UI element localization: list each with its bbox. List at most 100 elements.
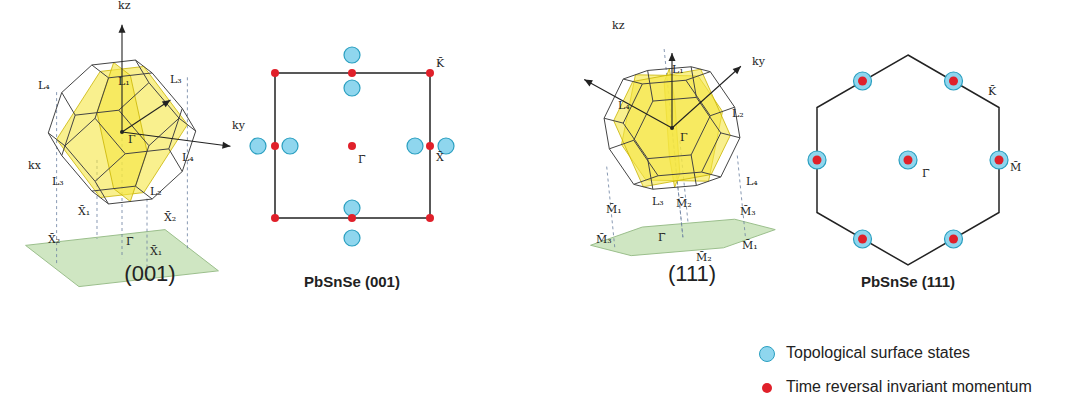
zone-edge xyxy=(169,149,182,172)
surface-state-circles xyxy=(250,47,454,246)
zone-edge xyxy=(710,107,734,116)
axis-line xyxy=(584,80,672,128)
brillouin-zone-111 xyxy=(584,49,775,256)
legend-text: Topological surface states xyxy=(786,344,970,362)
zone-edge xyxy=(691,155,696,186)
zone-edge xyxy=(623,123,647,158)
projection-plane xyxy=(591,219,776,255)
point-label: L₁ xyxy=(118,76,130,88)
zone-edge xyxy=(169,108,182,148)
zone-edge xyxy=(604,118,623,123)
point-label: M̄₃ xyxy=(740,206,756,218)
mirror-plane xyxy=(97,63,147,202)
caption-label: (111) xyxy=(668,262,716,286)
point-label: ky xyxy=(752,56,765,68)
point-label: M̄₂ xyxy=(676,198,692,210)
zone-edge xyxy=(623,70,647,79)
zone-edge xyxy=(179,118,196,131)
gamma-point xyxy=(120,130,124,134)
axis-arrowhead xyxy=(733,66,741,74)
projection-line xyxy=(737,156,745,239)
projection-line xyxy=(187,77,188,250)
zone-edge xyxy=(634,176,658,185)
zone-edge xyxy=(62,156,92,192)
zone-edge xyxy=(686,72,710,81)
point-label: L₃ xyxy=(170,74,182,86)
trim-dots xyxy=(813,77,1004,244)
zone-edge xyxy=(604,79,623,118)
axis-arrowhead xyxy=(119,25,126,33)
zone-edge xyxy=(634,140,658,175)
point-label: kz xyxy=(118,0,130,12)
point-label: kz xyxy=(612,20,624,32)
point-label: M̄₃ xyxy=(596,234,612,246)
axis-line xyxy=(122,132,230,146)
zone-edge xyxy=(48,133,61,156)
zone-edge xyxy=(710,72,734,107)
zone-edge xyxy=(721,133,740,138)
zone-edge xyxy=(109,73,153,78)
legend-text: Time reversal invariant momentum xyxy=(786,378,1032,396)
zone-edge xyxy=(135,60,152,73)
point-label: L₃ xyxy=(652,196,664,208)
zone-edge xyxy=(62,65,92,93)
point-label: L₂ xyxy=(150,186,162,198)
zone-edge xyxy=(691,116,710,155)
point-label: L₄ xyxy=(38,80,50,92)
zone-edge xyxy=(92,65,109,78)
surface-bz-001 xyxy=(250,47,454,246)
projection-plane xyxy=(26,230,219,287)
zone-edge xyxy=(658,172,702,176)
axis-arrowhead xyxy=(584,80,593,87)
point-label: M̄₁ xyxy=(742,240,758,252)
point-label: Γ xyxy=(128,134,136,146)
zone-edge xyxy=(642,80,686,84)
point-label: Γ̄ xyxy=(922,168,930,180)
point-label: X̄₁ xyxy=(150,246,162,258)
point-label: Γ̄ xyxy=(358,154,366,166)
zone-edge xyxy=(609,149,633,184)
caption-label: PbSnSe (001) xyxy=(304,274,400,291)
zone-edge xyxy=(95,118,125,154)
zone-edge xyxy=(125,149,169,154)
point-label: M̄₁ xyxy=(606,204,622,216)
legend-swatch xyxy=(762,383,772,393)
zone-edge xyxy=(62,93,75,116)
zone-edge xyxy=(691,67,710,72)
point-label: Γ̄ xyxy=(658,232,666,244)
zone-edge xyxy=(634,184,653,189)
zone-edge xyxy=(653,97,697,101)
zone-edge xyxy=(182,108,195,131)
point-label: X̄₂ xyxy=(164,212,176,224)
zone-edge xyxy=(634,101,653,140)
zone-edge xyxy=(648,70,653,101)
point-label: Γ̄ xyxy=(126,236,134,248)
zone-edge xyxy=(653,186,697,190)
point-label: L₃ xyxy=(52,176,64,188)
zone-edge xyxy=(702,172,721,177)
legend-swatch xyxy=(759,346,775,362)
zone-edge xyxy=(149,83,179,119)
point-label: L₂ xyxy=(732,108,744,120)
point-label: L₄ xyxy=(746,176,758,188)
point-label: L₄ xyxy=(182,152,194,164)
hexagon-zone xyxy=(817,55,999,265)
axis-line xyxy=(122,100,170,132)
point-label: X̄₁ xyxy=(78,206,90,218)
zone-edge xyxy=(135,60,148,83)
point-label: K̄ xyxy=(988,86,996,98)
point-label: ky xyxy=(232,120,245,132)
surface-bz-111 xyxy=(808,55,1008,265)
axis-arrowhead xyxy=(162,100,171,107)
zone-edge xyxy=(702,133,721,172)
trim-dots xyxy=(271,69,434,222)
zone-edge xyxy=(686,80,710,115)
axis-arrowhead xyxy=(222,142,230,149)
zone-edge xyxy=(648,159,653,190)
zone-edge xyxy=(604,118,609,149)
zone-edge xyxy=(648,67,692,71)
point-label: K̄ xyxy=(436,58,444,70)
point-label: kx xyxy=(28,160,41,172)
axis-arrowhead xyxy=(669,53,676,61)
